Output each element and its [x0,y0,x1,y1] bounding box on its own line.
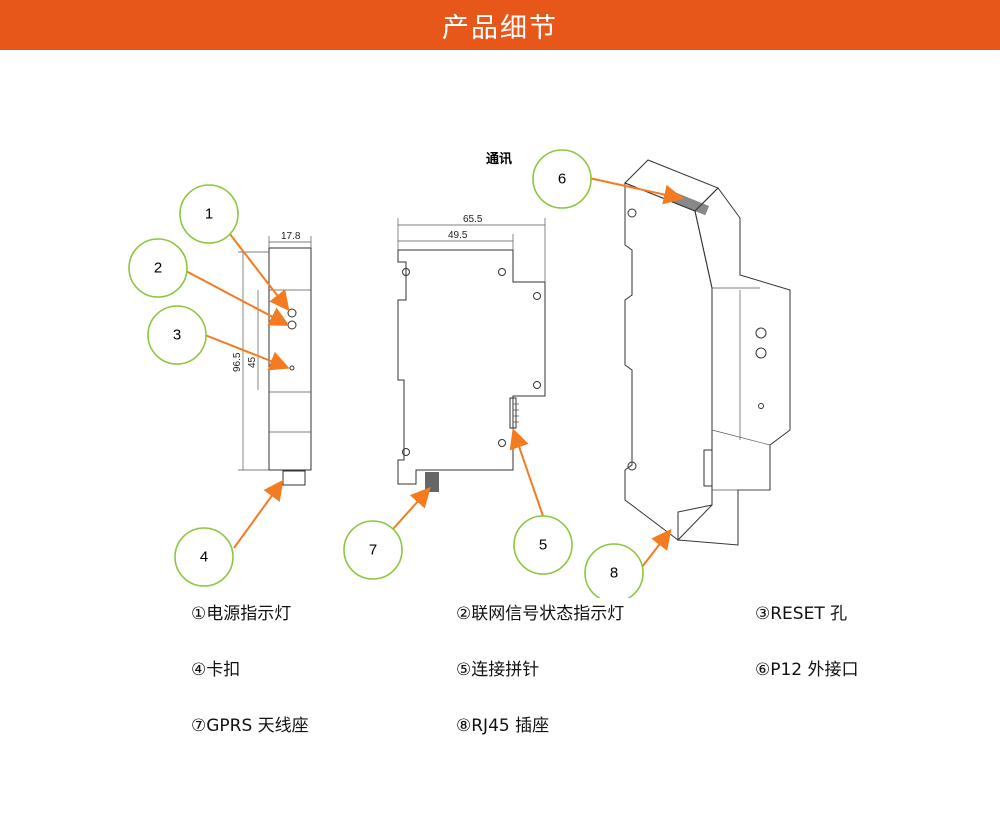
page-header: 产品细节 [0,0,1000,50]
dim-depth-outer: 65.5 [463,214,483,225]
arrow-2 [183,269,290,326]
page-title: 产品细节 [442,12,558,44]
callout-2: 2 [128,238,188,298]
dim-height-total: 96.5 [232,352,243,372]
arrow-7 [392,487,431,530]
reset-hole-shape [289,365,295,371]
dim-width-top: 17.8 [281,231,301,242]
product-diagram: 17.8 96.5 45 65.5 49.5 通讯 [128,149,791,598]
callout-8: 8 [584,543,644,598]
arrow-4 [233,479,284,549]
callout-1-label: 1 [205,206,213,223]
network-led-shape [287,320,297,330]
diagram-caption: 通讯 [486,151,512,167]
legend-item-1: ①电源指示灯 [191,604,292,624]
legend-item-4: ④卡扣 [191,660,241,680]
clip-shape [282,470,306,486]
side-body [397,249,546,485]
arrow-1 [225,228,290,312]
front-body [268,247,312,471]
callout-4: 4 [174,527,234,587]
callout-5: 5 [513,515,573,575]
callout-2-label: 2 [154,260,162,277]
callout-3: 3 [147,305,207,365]
callout-7-label: 7 [369,542,377,559]
dim-height-inner: 45 [247,356,258,368]
power-led-shape [287,308,297,318]
callout-6: 6 [532,149,592,209]
arrow-8 [641,528,672,568]
callout-3-label: 3 [173,327,181,344]
callout-6-label: 6 [558,171,566,188]
callout-arrows [183,177,684,568]
callout-8-label: 8 [610,565,618,582]
side-view: 65.5 49.5 [397,214,546,492]
callout-7: 7 [343,520,403,580]
pin-header-shape [509,397,517,429]
legend-item-8: ⑧RJ45 插座 [456,716,550,736]
arrow-3 [204,334,290,371]
callout-4-label: 4 [200,549,208,566]
antenna-socket-shape [425,472,439,492]
arrow-6 [588,177,684,205]
callout-5-label: 5 [539,537,547,554]
callout-1: 1 [179,184,239,244]
legend-item-7: ⑦GPRS 天线座 [191,716,309,736]
legend-item-5: ⑤连接拼针 [456,660,540,680]
legend-item-2: ②联网信号状态指示灯 [456,604,625,624]
legend-item-6: ⑥P12 外接口 [755,660,859,680]
perspective-view [624,159,791,546]
arrow-5 [509,428,544,517]
front-view: 17.8 96.5 45 [232,231,312,486]
legend-item-3: ③RESET 孔 [755,604,848,624]
dim-depth-inner: 49.5 [448,230,468,241]
